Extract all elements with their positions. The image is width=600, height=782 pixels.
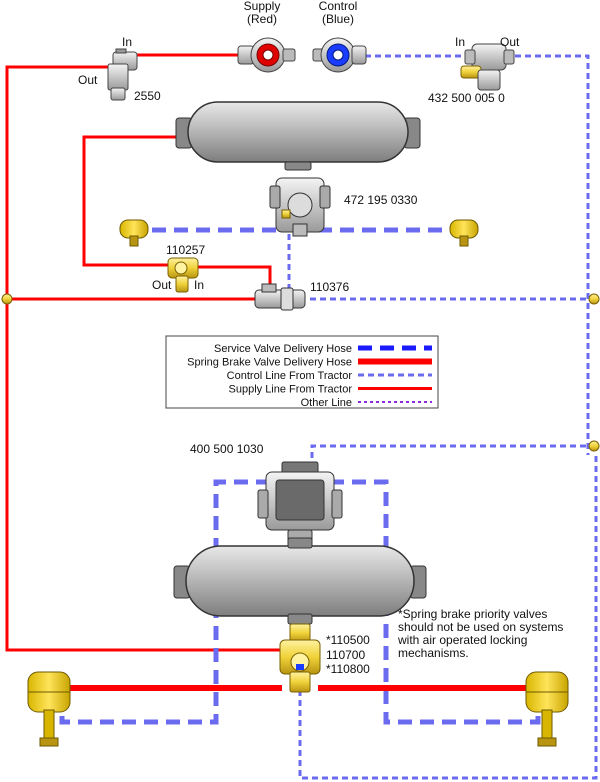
control-bottom-loop [298, 455, 598, 780]
valve-110376-part-label: 110376 [310, 280, 349, 294]
service-abs-left [59, 479, 270, 725]
control-right-lower [310, 444, 596, 462]
abs-modulator [257, 461, 343, 545]
service-lines [59, 227, 541, 725]
legend-item-service: Service Valve Delivery Hose [214, 343, 432, 355]
control-lines [287, 54, 598, 780]
valve-110257-in-label: In [194, 278, 204, 292]
legend-label: Spring Brake Valve Delivery Hose [187, 357, 352, 369]
supply-coupler-label: Supply(Red) [244, 0, 281, 26]
valve-110376 [254, 283, 306, 311]
valve-110257 [167, 257, 199, 293]
junction-right-upper [588, 293, 600, 305]
valve-110257-part-label: 110257 [166, 243, 205, 257]
valve-432-in-label: In [455, 35, 465, 49]
brake-chamber-right [525, 671, 569, 747]
legend-item-control: Control Line From Tractor [227, 370, 432, 382]
junction-right-lower [588, 440, 600, 452]
valve-432-out-label: Out [500, 35, 520, 49]
brake-chamber-left [27, 671, 71, 747]
legend-label: Supply Line From Tractor [229, 384, 353, 396]
control-coupler-label: Control(Blue) [319, 0, 358, 26]
spring-valve-part-label-3: *110800 [326, 662, 370, 676]
service-abs-right [330, 479, 541, 725]
relay-chamber-right [449, 219, 479, 247]
legend-label: Control Line From Tractor [227, 370, 353, 382]
lower-air-tank [173, 537, 427, 625]
valve-110257-out-label: Out [152, 278, 172, 292]
legend-item-other: Other Line [301, 397, 432, 409]
valve-2550 [107, 48, 138, 101]
valve-432-part-label: 432 500 005 0 [428, 91, 505, 105]
valve-2550-in-label: In [122, 35, 132, 49]
legend-label: Other Line [301, 397, 352, 409]
control-main-line [355, 54, 590, 455]
relay-valve [269, 177, 331, 237]
supply-tank-loop [82, 135, 190, 267]
valve-432 [460, 43, 515, 91]
junction-fittings [1, 293, 600, 452]
spring-brake-valve [279, 623, 321, 693]
valve-2550-part-label: 2550 [134, 89, 161, 103]
junction-left [1, 293, 13, 305]
spring-valve-part-label-2: 110700 [326, 648, 365, 662]
abs-modulator-part-label: 400 500 1030 [190, 442, 264, 456]
legend-item-spring: Spring Brake Valve Delivery Hose [187, 357, 432, 369]
legend-label: Service Valve Delivery Hose [214, 343, 352, 355]
supply-lines [5, 53, 290, 652]
valve-2550-out-label: Out [78, 73, 98, 87]
relay-valve-part-label: 472 195 0330 [344, 193, 418, 207]
legend-item-supply: Supply Line From Tractor [229, 384, 432, 396]
upper-air-tank [175, 101, 421, 171]
supply-to-110376 [196, 265, 272, 292]
supply-left-trunk [5, 65, 290, 652]
supply-gladhand-coupler [237, 37, 296, 73]
relay-chamber-left [119, 219, 149, 247]
control-gladhand-coupler [312, 37, 367, 73]
spring-valve-part-label-1: *110500 [326, 633, 370, 647]
